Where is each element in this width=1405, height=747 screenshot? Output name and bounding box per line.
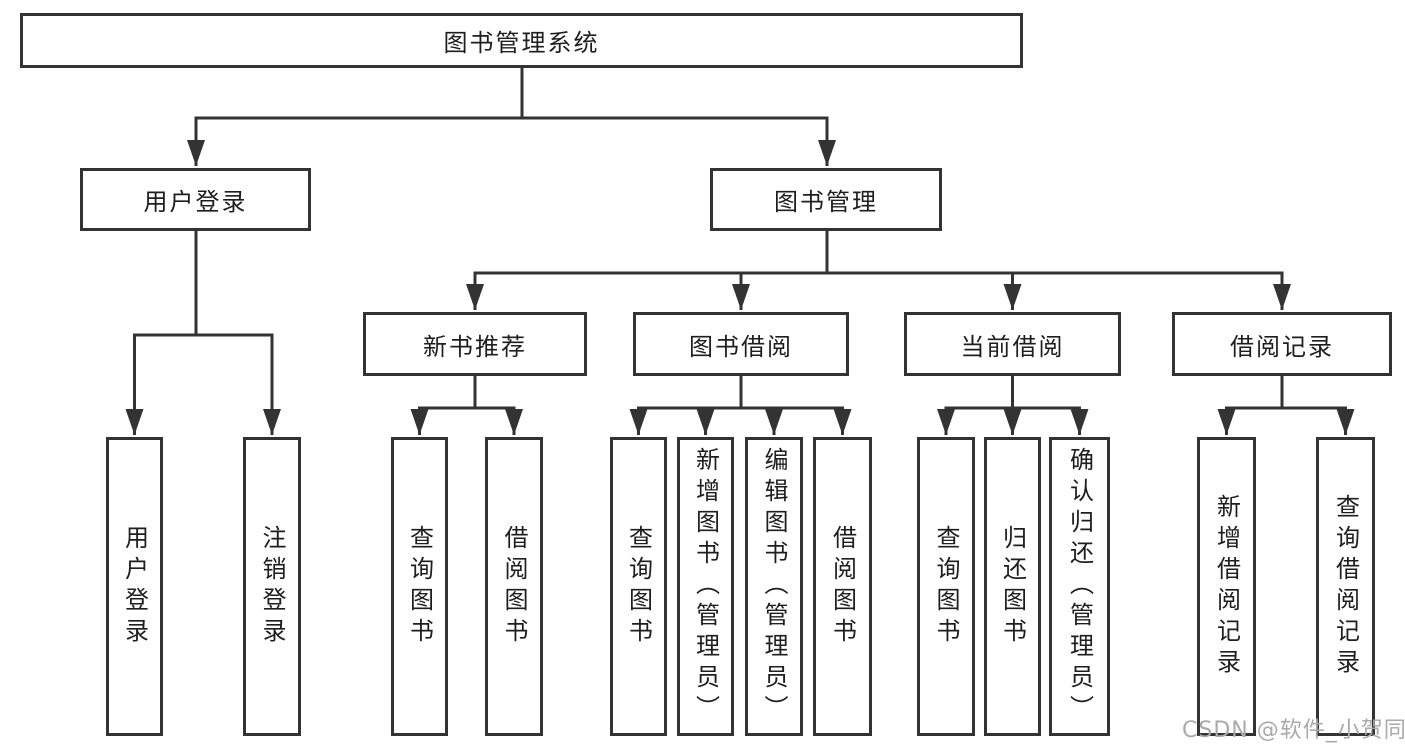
node-new-book-recommend: 新书推荐 — [363, 312, 587, 376]
leaf-current-query-books: 查询图书 — [917, 437, 975, 736]
node-root-label: 图书管理系统 — [443, 29, 600, 57]
connector-bookborrow-to-leaves — [629, 374, 852, 435]
leaf-current-query-books-label: 查询图书 — [932, 524, 960, 649]
connector-newbook-to-leaves — [410, 374, 523, 435]
node-user-login: 用户登录 — [80, 168, 311, 231]
leaf-borrow-borrow-books: 借阅图书 — [813, 437, 872, 736]
node-new-book-recommend-label: 新书推荐 — [423, 332, 527, 361]
leaf-borrow-query-books: 查询图书 — [610, 437, 667, 736]
leaf-newbook-borrow-books: 借阅图书 — [485, 437, 543, 736]
node-user-login-label: 用户登录 — [143, 188, 248, 216]
leaf-records-add-record: 新增借阅记录 — [1197, 437, 1256, 736]
leaf-user-login: 用户登录 — [106, 437, 163, 736]
leaf-newbook-borrow-books-label: 借阅图书 — [500, 524, 528, 649]
leaf-newbook-query-books: 查询图书 — [391, 437, 448, 736]
node-current-borrow-label: 当前借阅 — [960, 332, 1065, 361]
watermark: CSDN @软件_小贺同学 — [1182, 718, 1405, 743]
leaf-records-query-record-label: 查询借阅记录 — [1331, 493, 1360, 680]
leaf-logout-login-label: 注销登录 — [258, 524, 286, 649]
node-root: 图书管理系统 — [20, 13, 1023, 68]
leaf-current-confirm-return-admin: 确认归还（管理员） — [1049, 437, 1110, 736]
leaf-current-confirm-return-admin-label: 确认归还（管理员） — [1065, 447, 1094, 726]
connector-bookmgmt-to-level3 — [466, 229, 1291, 310]
leaf-borrow-add-books-admin-label: 新增图书（管理员） — [691, 447, 720, 726]
leaf-borrow-query-books-label: 查询图书 — [624, 524, 653, 649]
leaf-borrow-edit-books-admin-label: 编辑图书（管理员） — [760, 447, 788, 726]
node-book-borrow-label: 图书借阅 — [689, 332, 793, 361]
leaf-logout-login: 注销登录 — [243, 437, 301, 736]
connector-records-to-leaves — [1217, 374, 1355, 435]
leaf-newbook-query-books-label: 查询图书 — [405, 524, 434, 649]
node-borrow-records-label: 借阅记录 — [1230, 332, 1334, 361]
node-book-borrow: 图书借阅 — [633, 312, 849, 376]
node-current-borrow: 当前借阅 — [904, 312, 1121, 376]
leaf-borrow-add-books-admin: 新增图书（管理员） — [677, 437, 734, 736]
leaf-current-return-books-label: 归还图书 — [998, 524, 1027, 649]
leaf-borrow-borrow-books-label: 借阅图书 — [828, 524, 857, 649]
connector-currentborrow-to-leaves — [937, 374, 1089, 435]
node-book-management-label: 图书管理 — [774, 188, 878, 216]
leaf-borrow-edit-books-admin: 编辑图书（管理员） — [745, 437, 803, 736]
node-book-management: 图书管理 — [710, 168, 942, 231]
leaf-records-query-record: 查询借阅记录 — [1316, 437, 1375, 736]
leaf-records-add-record-label: 新增借阅记录 — [1212, 493, 1241, 680]
connector-root-to-level2 — [187, 64, 836, 166]
node-borrow-records: 借阅记录 — [1172, 312, 1392, 376]
leaf-current-return-books: 归还图书 — [984, 437, 1041, 736]
leaf-user-login-label: 用户登录 — [120, 524, 149, 649]
connector-userlogin-to-leaves — [125, 229, 281, 435]
